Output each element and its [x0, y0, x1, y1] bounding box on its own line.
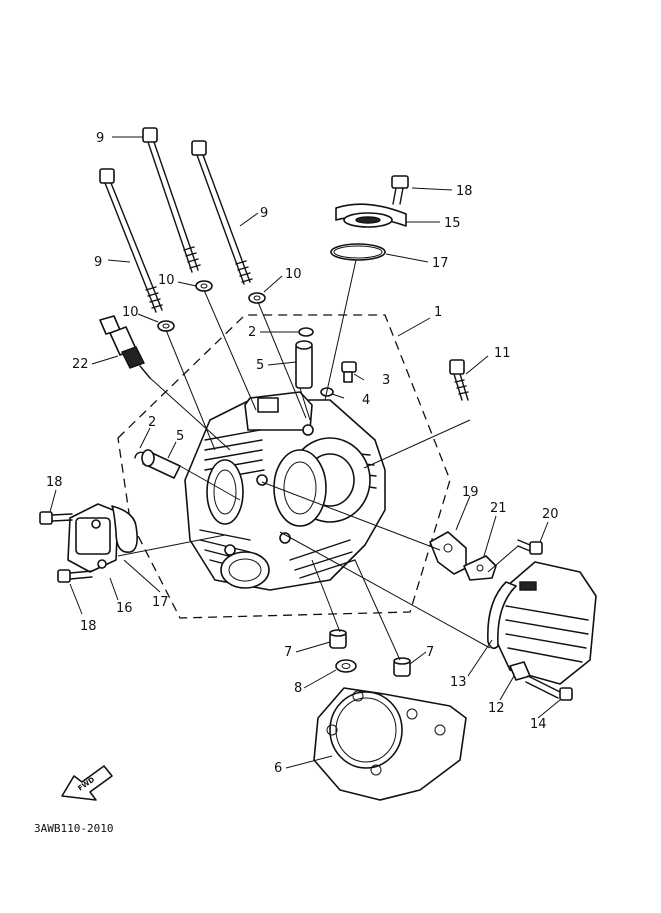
washer-10-c [157, 320, 175, 332]
bolt-11 [449, 359, 469, 401]
bracket-19 [429, 531, 467, 575]
side-cover-16 [67, 503, 119, 573]
cylinder-head-body [184, 391, 386, 591]
callout-13: 13 [450, 675, 467, 690]
callout-3: 3 [382, 373, 390, 388]
forward-direction-arrow-icon: FWD [61, 765, 113, 801]
callout-16: 16 [116, 601, 133, 616]
callout-1: 1 [434, 305, 442, 320]
callout-22: 22 [72, 357, 89, 372]
callout-19: 19 [462, 485, 479, 500]
washer-10-b [248, 292, 266, 304]
o-ring-17-side [111, 505, 138, 553]
callout-labels: 9 9 9 10 10 10 22 2 5 3 4 11 1 18 15 17 … [46, 131, 559, 776]
washer-8 [335, 659, 357, 673]
callout-12: 12 [488, 701, 505, 716]
callout-2-left: 2 [148, 415, 156, 430]
bolt-14 [525, 675, 573, 701]
bolt-18-left-bottom [57, 569, 93, 583]
callout-7-left: 7 [284, 645, 292, 660]
callout-21: 21 [490, 501, 507, 516]
washer-10-a [195, 280, 213, 292]
callout-4: 4 [362, 393, 370, 408]
callout-5-top: 5 [256, 358, 264, 373]
bolt-20 [517, 539, 543, 555]
callout-11: 11 [494, 346, 511, 361]
cylinder-head-cover-12 [495, 561, 597, 685]
dowel-pin-7-left [329, 629, 347, 649]
callout-9-c: 9 [94, 255, 102, 270]
callout-20: 20 [542, 507, 559, 522]
o-ring-17-top [330, 243, 386, 261]
bolt-3 [341, 361, 357, 383]
callout-15: 15 [444, 216, 461, 231]
valve-guide-5-top [295, 340, 313, 389]
leader-lines [49, 136, 561, 769]
callout-7-right: 7 [426, 645, 434, 660]
bolt-18-top [391, 175, 409, 205]
callout-8: 8 [294, 681, 302, 696]
callout-18-left-bottom: 18 [80, 619, 97, 634]
callout-10-c: 10 [122, 305, 139, 320]
callout-9-b: 9 [260, 206, 268, 221]
callout-6: 6 [274, 761, 282, 776]
cover-plate-15 [335, 203, 407, 228]
callout-18-left-top: 18 [46, 475, 63, 490]
o-ring-13 [487, 581, 517, 650]
clip-2-top [298, 327, 314, 337]
callout-18-top: 18 [456, 184, 473, 199]
callout-17-side: 17 [152, 595, 169, 610]
callout-10-b: 10 [285, 267, 302, 282]
callout-5-left: 5 [176, 429, 184, 444]
dowel-pin-7-right [393, 657, 411, 677]
callout-2-top: 2 [248, 325, 256, 340]
cylinder-head-stud-left [99, 168, 163, 313]
callout-17-top: 17 [432, 256, 449, 271]
plate-21 [463, 555, 497, 581]
cylinder-head-stud-long [142, 127, 201, 273]
callout-9-a: 9 [96, 131, 104, 146]
valve-guide-5-left [141, 449, 181, 479]
spark-plug [99, 315, 151, 379]
head-gasket-6 [313, 687, 467, 801]
callout-14: 14 [530, 717, 547, 732]
drawing-code: 3AWB110-2010 [34, 822, 113, 835]
callout-10-a: 10 [158, 273, 175, 288]
cylinder-head-stud-right [191, 140, 253, 285]
bolt-18-left-top [39, 511, 73, 525]
